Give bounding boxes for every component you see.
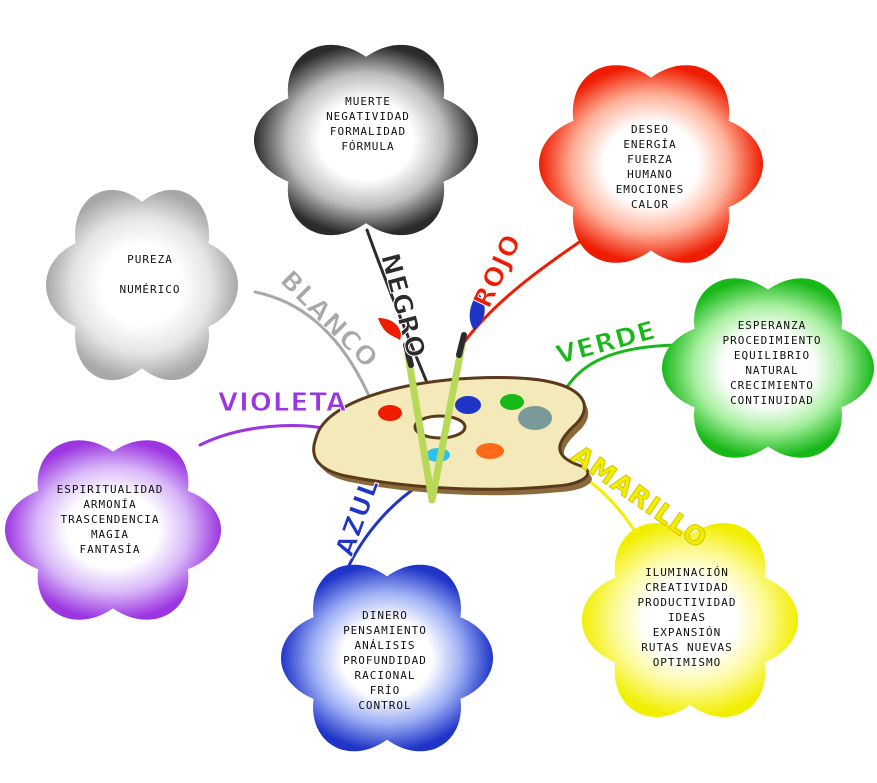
cloud-text-blanco: PUREZA NUMÉRICO xyxy=(60,245,240,305)
cloud-text-verde: ESPERANZA PROCEDIMIENTO EQUILIBRIO NATUR… xyxy=(682,318,862,408)
item-rojo-5: CALOR xyxy=(630,198,670,211)
item-verde-2: EQUILIBRIO xyxy=(733,349,811,362)
connector-negro xyxy=(365,228,430,387)
cloud-violeta xyxy=(5,440,221,620)
item-blanco-0: PUREZA xyxy=(127,253,173,266)
item-amarillo-6: OPTIMISMO xyxy=(652,656,722,669)
item-negro-2: FORMALIDAD xyxy=(329,125,407,138)
item-negro-1: NEGATIVIDAD xyxy=(326,110,410,123)
item-azul-4: RACIONAL xyxy=(354,669,416,682)
paint-blob-green xyxy=(500,394,524,410)
paint-blob-red xyxy=(378,405,402,421)
item-rojo-3: HUMANO xyxy=(627,168,673,181)
brush-tip-right xyxy=(456,332,467,358)
cloud-blanco xyxy=(46,189,238,381)
item-verde-1: PROCEDIMIENTO xyxy=(722,334,822,347)
item-azul-2: ANÁLISIS xyxy=(354,639,416,652)
cloud-amarillo xyxy=(582,523,798,717)
cloud-text-rojo: DESEO ENERGÍA FUERZA HUMANO EMOCIONES CA… xyxy=(560,122,740,212)
brush-tip-left xyxy=(403,342,414,368)
paint-blob-blue xyxy=(455,396,481,414)
item-amarillo-1: CREATIVIDAD xyxy=(645,581,729,594)
paint-drop-blue xyxy=(469,292,485,330)
item-amarillo-4: EXPANSIÓN xyxy=(652,626,722,639)
item-verde-0: ESPERANZA xyxy=(737,319,807,332)
cloud-verde xyxy=(662,278,874,458)
cloud-text-amarillo: ILUMINACIÓN CREATIVIDAD PRODUCTIVIDAD ID… xyxy=(597,565,777,670)
item-violeta-3: MAGIA xyxy=(90,528,130,541)
cloud-negro xyxy=(254,44,478,236)
connector-blanco xyxy=(253,290,377,412)
item-azul-5: FRÍO xyxy=(369,684,401,697)
cloud-azul xyxy=(281,564,493,752)
cloud-rojo xyxy=(539,65,763,263)
item-amarillo-2: PRODUCTIVIDAD xyxy=(637,596,737,609)
palette-thumb-hole xyxy=(413,414,467,440)
item-violeta-0: ESPIRITUALIDAD xyxy=(56,483,164,496)
item-verde-5: CONTINUIDAD xyxy=(730,394,814,407)
item-azul-0: DINERO xyxy=(362,609,408,622)
item-verde-3: NATURAL xyxy=(745,364,799,377)
branch-label-violeta: VIOLETA xyxy=(217,388,348,419)
cloud-text-azul: DINERO PENSAMIENTO ANÁLISIS PROFUNDIDAD … xyxy=(295,608,475,713)
item-negro-3: FÓRMULA xyxy=(341,140,395,153)
item-negro-0: MUERTE xyxy=(345,95,391,108)
paint-blob-gray xyxy=(518,406,552,430)
item-amarillo-3: IDEAS xyxy=(667,611,707,624)
item-rojo-4: EMOCIONES xyxy=(615,183,685,196)
item-amarillo-5: RUTAS NUEVAS xyxy=(641,641,733,654)
item-rojo-2: FUERZA xyxy=(627,153,673,166)
item-violeta-4: FANTASÍA xyxy=(79,543,141,556)
paint-drop-red xyxy=(378,318,401,340)
brush-handle-left xyxy=(404,351,436,504)
item-azul-3: PROFUNDIDAD xyxy=(343,654,427,667)
item-azul-1: PENSAMIENTO xyxy=(343,624,427,637)
brush-handle-right xyxy=(428,341,466,504)
item-rojo-0: DESEO xyxy=(630,123,670,136)
item-violeta-1: ARMONÍA xyxy=(83,498,137,511)
cloud-text-negro: MUERTE NEGATIVIDAD FORMALIDAD FÓRMULA xyxy=(278,94,458,154)
item-violeta-2: TRASCENDENCIA xyxy=(60,513,160,526)
item-rojo-1: ENERGÍA xyxy=(623,138,677,151)
painter-palette-icon xyxy=(312,292,592,504)
item-azul-6: CONTROL xyxy=(358,699,412,712)
cloud-text-violeta: ESPIRITUALIDAD ARMONÍA TRASCENDENCIA MAG… xyxy=(20,482,200,557)
paint-blob-orange xyxy=(476,443,504,459)
item-amarillo-0: ILUMINACIÓN xyxy=(645,566,729,579)
item-blanco-1: NUMÉRICO xyxy=(119,283,181,296)
item-verde-4: CRECIMIENTO xyxy=(730,379,814,392)
